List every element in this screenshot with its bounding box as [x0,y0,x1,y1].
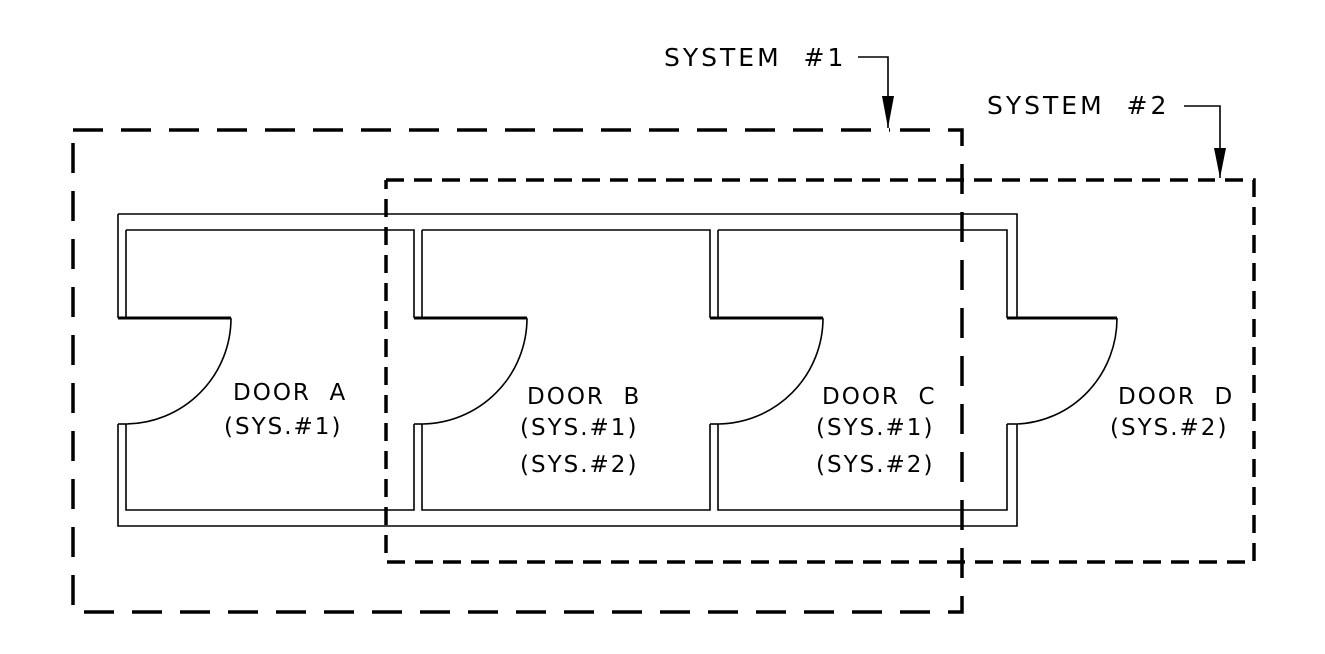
door-b-system-2: (SYS.#2) [520,452,638,478]
door-a-system-1: (SYS.#1) [224,414,342,440]
door-d-swing [1007,316,1118,425]
system-2-boundary [384,178,1256,564]
system-2-arrowhead [1214,148,1226,178]
door-a-label-group: DOOR A (SYS.#1) [224,380,347,440]
door-c-system-1: (SYS.#1) [816,415,934,441]
door-b-system-1: (SYS.#1) [520,415,638,441]
door-c-name: DOOR C [822,384,937,410]
door-d-name: DOOR D [1118,384,1234,410]
building-walls [117,213,1018,527]
door-d-label-group: DOOR D (SYS.#2) [1110,384,1234,441]
door-a-swing [118,316,232,425]
door-c-system-2: (SYS.#2) [816,452,934,478]
door-b-name: DOOR B [527,384,641,410]
door-b-label-group: DOOR B (SYS.#1) (SYS.#2) [520,384,641,478]
system-1-leader [858,56,889,128]
system-1-label-group: SYSTEM #1 [664,43,894,128]
system-1-boundary [71,128,964,614]
system-2-leader [1184,105,1221,178]
door-a-name: DOOR A [233,380,347,406]
system-1-arrowhead [882,96,894,128]
system-2-label-group: SYSTEM #2 [987,91,1226,178]
door-d-system-2: (SYS.#2) [1110,415,1228,441]
door-b-swing [414,316,528,425]
system-2-label: SYSTEM #2 [987,91,1169,120]
system-1-label: SYSTEM #1 [664,43,846,72]
door-c-label-group: DOOR C (SYS.#1) (SYS.#2) [816,384,937,478]
door-c-swing [710,316,824,425]
